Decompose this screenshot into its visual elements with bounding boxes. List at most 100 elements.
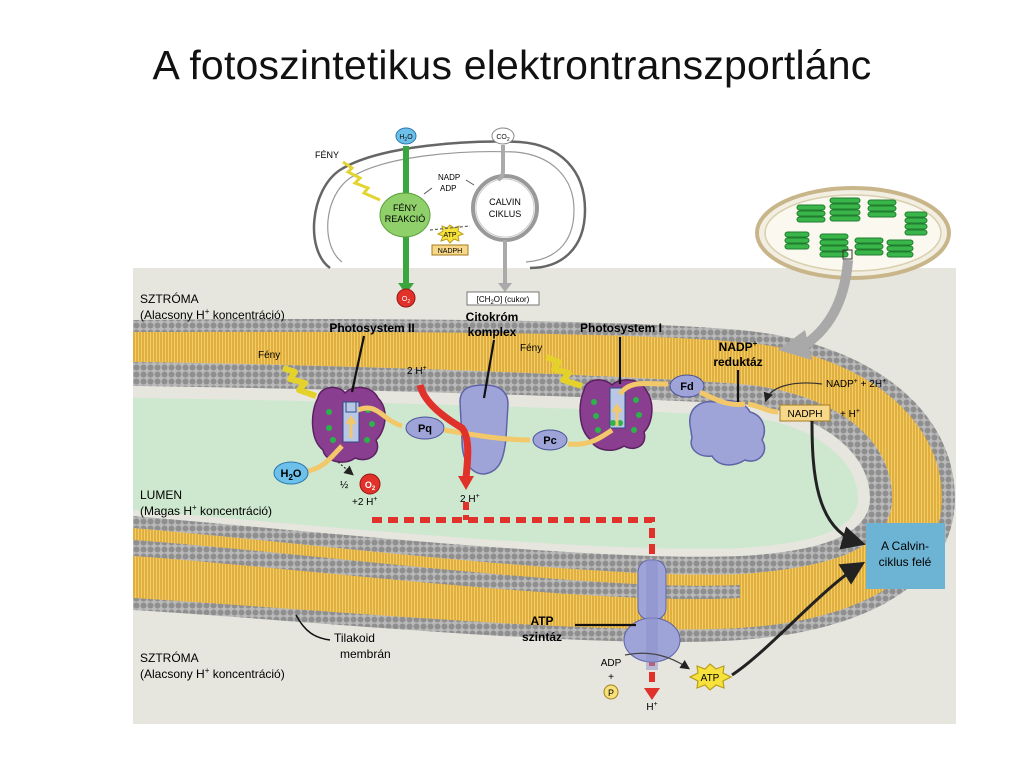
membrane-inner-heads (133, 362, 892, 575)
nadp-reductase-label-2: reduktáz (713, 355, 762, 369)
psii-pigments (326, 407, 375, 443)
overview-h2o-label: H2O (399, 134, 413, 143)
overview-adp-label: ADP (440, 184, 456, 193)
light-reaction-label-2: REAKCIÓ (385, 214, 426, 224)
cyt-leader (482, 339, 496, 399)
overview-sugar-arrowhead (498, 283, 512, 292)
two-h-top-label: 2 H+ (407, 365, 427, 377)
overview-o2-label: O2 (402, 296, 410, 305)
electron-path-pc-to-psi (567, 427, 614, 447)
adp-label: ADP (601, 658, 622, 669)
membrane-tails (133, 331, 942, 630)
pc-label: Pc (543, 435, 556, 447)
overview-light-zigzag (342, 160, 381, 202)
pq-label: Pq (418, 423, 432, 435)
psii-electron-up-arrow (345, 415, 357, 438)
overview-nadp-label: NADP (438, 173, 460, 182)
overview-nadph-label: NADPH (438, 248, 463, 255)
stroma-bottom-sublabel: (Alacsony H+ koncentráció) (140, 666, 285, 681)
h-out-label: H+ (646, 701, 657, 713)
electron-path-pq-to-pc (443, 427, 531, 443)
thylakoid-label-2: membrán (340, 647, 391, 661)
nadp-input-arrow (763, 382, 823, 403)
overview-adp-arrow (423, 187, 433, 195)
electron-path-fd-to-reductase (698, 389, 746, 407)
nadp-plus-2h-label: NADP+ + 2H+ (826, 378, 886, 390)
half-label: ½ (340, 480, 349, 491)
light-label-left: Fény (258, 350, 280, 361)
overview-nadp-arrow (465, 179, 475, 186)
pq-carrier (405, 416, 445, 440)
phosphate-label: P (608, 688, 614, 698)
atp-synthase (623, 559, 681, 670)
grana-stacks (784, 197, 928, 258)
lumen-label: LUMEN (140, 488, 182, 502)
overview-co2-label: CO2 (496, 134, 510, 143)
zoom-grey-arrowhead (778, 330, 812, 360)
pc-carrier (532, 429, 568, 451)
light-reaction-label-1: FÉNY (393, 203, 417, 213)
calvin-cycle-label-2: CIKLUS (489, 209, 522, 219)
nadph-box (779, 404, 831, 422)
light-label-right: Fény (520, 343, 542, 354)
fd-label: Fd (680, 381, 693, 393)
phosphate-icon (603, 684, 619, 700)
nadph-to-calvin-arrow (810, 420, 866, 550)
nadph-label: NADPH (787, 409, 822, 420)
o2-molecule (359, 473, 381, 495)
nadp-reductase-label-1: NADP+ (719, 339, 758, 354)
plus-h-label: + H+ (840, 408, 860, 420)
lower-membrane-tails (133, 556, 740, 620)
h2o-label: H2O (281, 468, 302, 482)
electron-path-water-to-psii (303, 444, 344, 475)
adp-to-atp-arrow (624, 652, 690, 670)
electron-path-psii-to-pq (357, 405, 403, 429)
lumen-sublabel: (Magas H+ koncentráció) (140, 503, 272, 518)
cytochrome-label-2: komplex (468, 325, 517, 339)
electron-path-psi-to-fd (617, 380, 669, 396)
zoom-marker-box (842, 249, 853, 260)
overview-light-label: FÉNY (315, 150, 339, 160)
overview-co2-bubble (491, 127, 515, 145)
two-h-mid-label: 2 H+ (460, 493, 480, 505)
overview-nadph-box (431, 244, 469, 256)
overview-h2o-bubble (395, 127, 417, 145)
psi-label: Photosystem I (580, 321, 662, 335)
stroma-top-sublabel: (Alacsony H+ koncentráció) (140, 307, 285, 322)
overview-sugar-box (466, 291, 540, 306)
psii-leader (350, 335, 366, 393)
proton-flow-cytochrome (416, 383, 472, 479)
overview-atp-label: ATP (443, 232, 456, 239)
atp-synthase-label-2: szintáz (522, 630, 562, 644)
proton-flow-cytochrome-head (458, 476, 474, 490)
zoom-grey-arrow (797, 259, 853, 353)
overview-o2-bubble (396, 288, 416, 308)
overview-sugar-label: [CH2O] (cukor) (477, 295, 530, 306)
calvin-cycle-label-1: CALVIN (489, 197, 521, 207)
thylakoid-label-1: Tilakoid (334, 631, 375, 645)
adp-plus-label: + (608, 672, 614, 683)
light-reaction-blob (379, 192, 431, 238)
atp-synthase-channel (646, 560, 658, 670)
atp-to-calvin-arrow (731, 561, 866, 677)
slide-title: A fotoszintetikus elektrontranszportlánc (152, 42, 872, 88)
psi-electron-up-arrow (611, 403, 623, 426)
atp-star (688, 663, 733, 691)
fd-carrier (669, 374, 705, 398)
photosystem-ii (311, 386, 386, 463)
water-split-arrow (337, 461, 354, 476)
lower-membrane-heads (133, 540, 740, 600)
light-bolt-psii (282, 365, 317, 399)
thylakoid-membrane (133, 319, 955, 643)
psii-label: Photosystem II (329, 321, 414, 335)
plus-2h-label: +2 H+ (352, 496, 378, 508)
calvin-direction-label-1: A Calvin- (881, 539, 929, 553)
nadp-reductase (689, 399, 766, 466)
chloroplast-illustration (755, 186, 951, 360)
overview-chloroplast: H2O CO2 FÉNY REAKCIÓ FÉNY NADP ADP ATP N… (312, 127, 587, 308)
o2-label: O2 (365, 480, 376, 492)
atp-label: ATP (701, 673, 720, 684)
calvin-direction-box (866, 523, 945, 589)
stroma-bottom-label: SZTRÓMA (140, 650, 199, 665)
